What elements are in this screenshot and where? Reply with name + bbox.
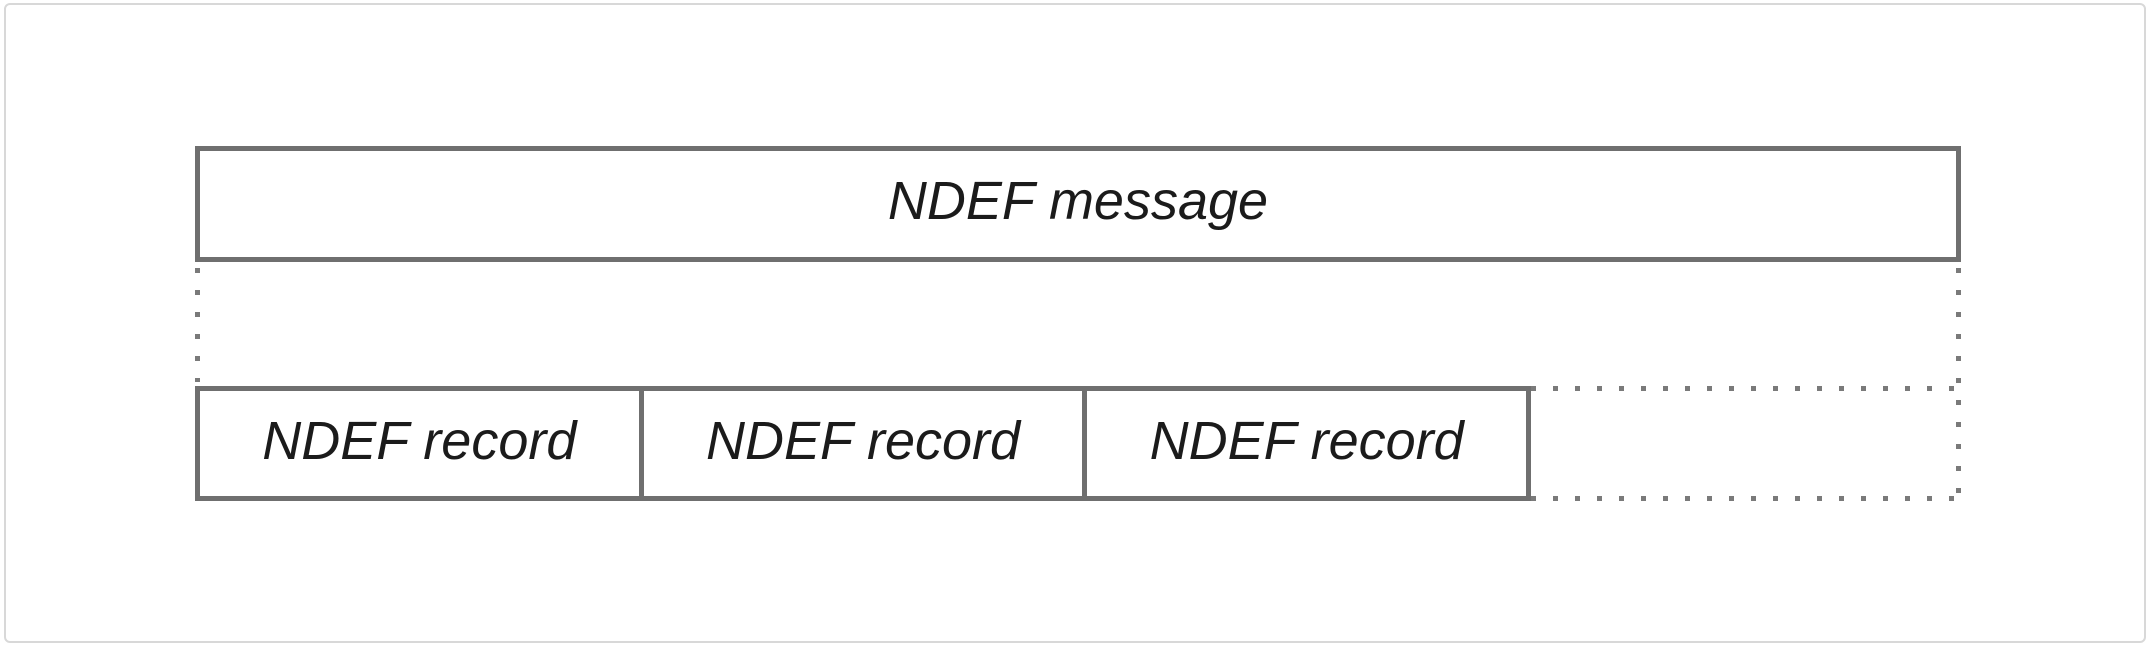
ndef-record-box: NDEF record: [638, 386, 1088, 501]
ndef-record-label: NDEF record: [705, 410, 1021, 471]
ndef-record-box: NDEF record: [1082, 386, 1532, 501]
ndef-record-box: NDEF record: [195, 386, 644, 501]
ndef-message-label: NDEF message: [887, 171, 1269, 231]
ndef-record-row: NDEF record NDEF record NDEF record: [195, 386, 1532, 501]
dotted-connector-top-horizontal: [1531, 386, 1957, 391]
ndef-record-label: NDEF record: [262, 410, 577, 471]
ndef-message-box: NDEF message: [195, 146, 1961, 262]
dotted-connector-bottom-horizontal: [1531, 496, 1957, 501]
dotted-connector-right-vertical: [1956, 268, 1961, 501]
dotted-connector-left-vertical: [195, 268, 200, 382]
diagram-frame: [4, 3, 2146, 643]
ndef-record-label: NDEF record: [1149, 410, 1464, 471]
